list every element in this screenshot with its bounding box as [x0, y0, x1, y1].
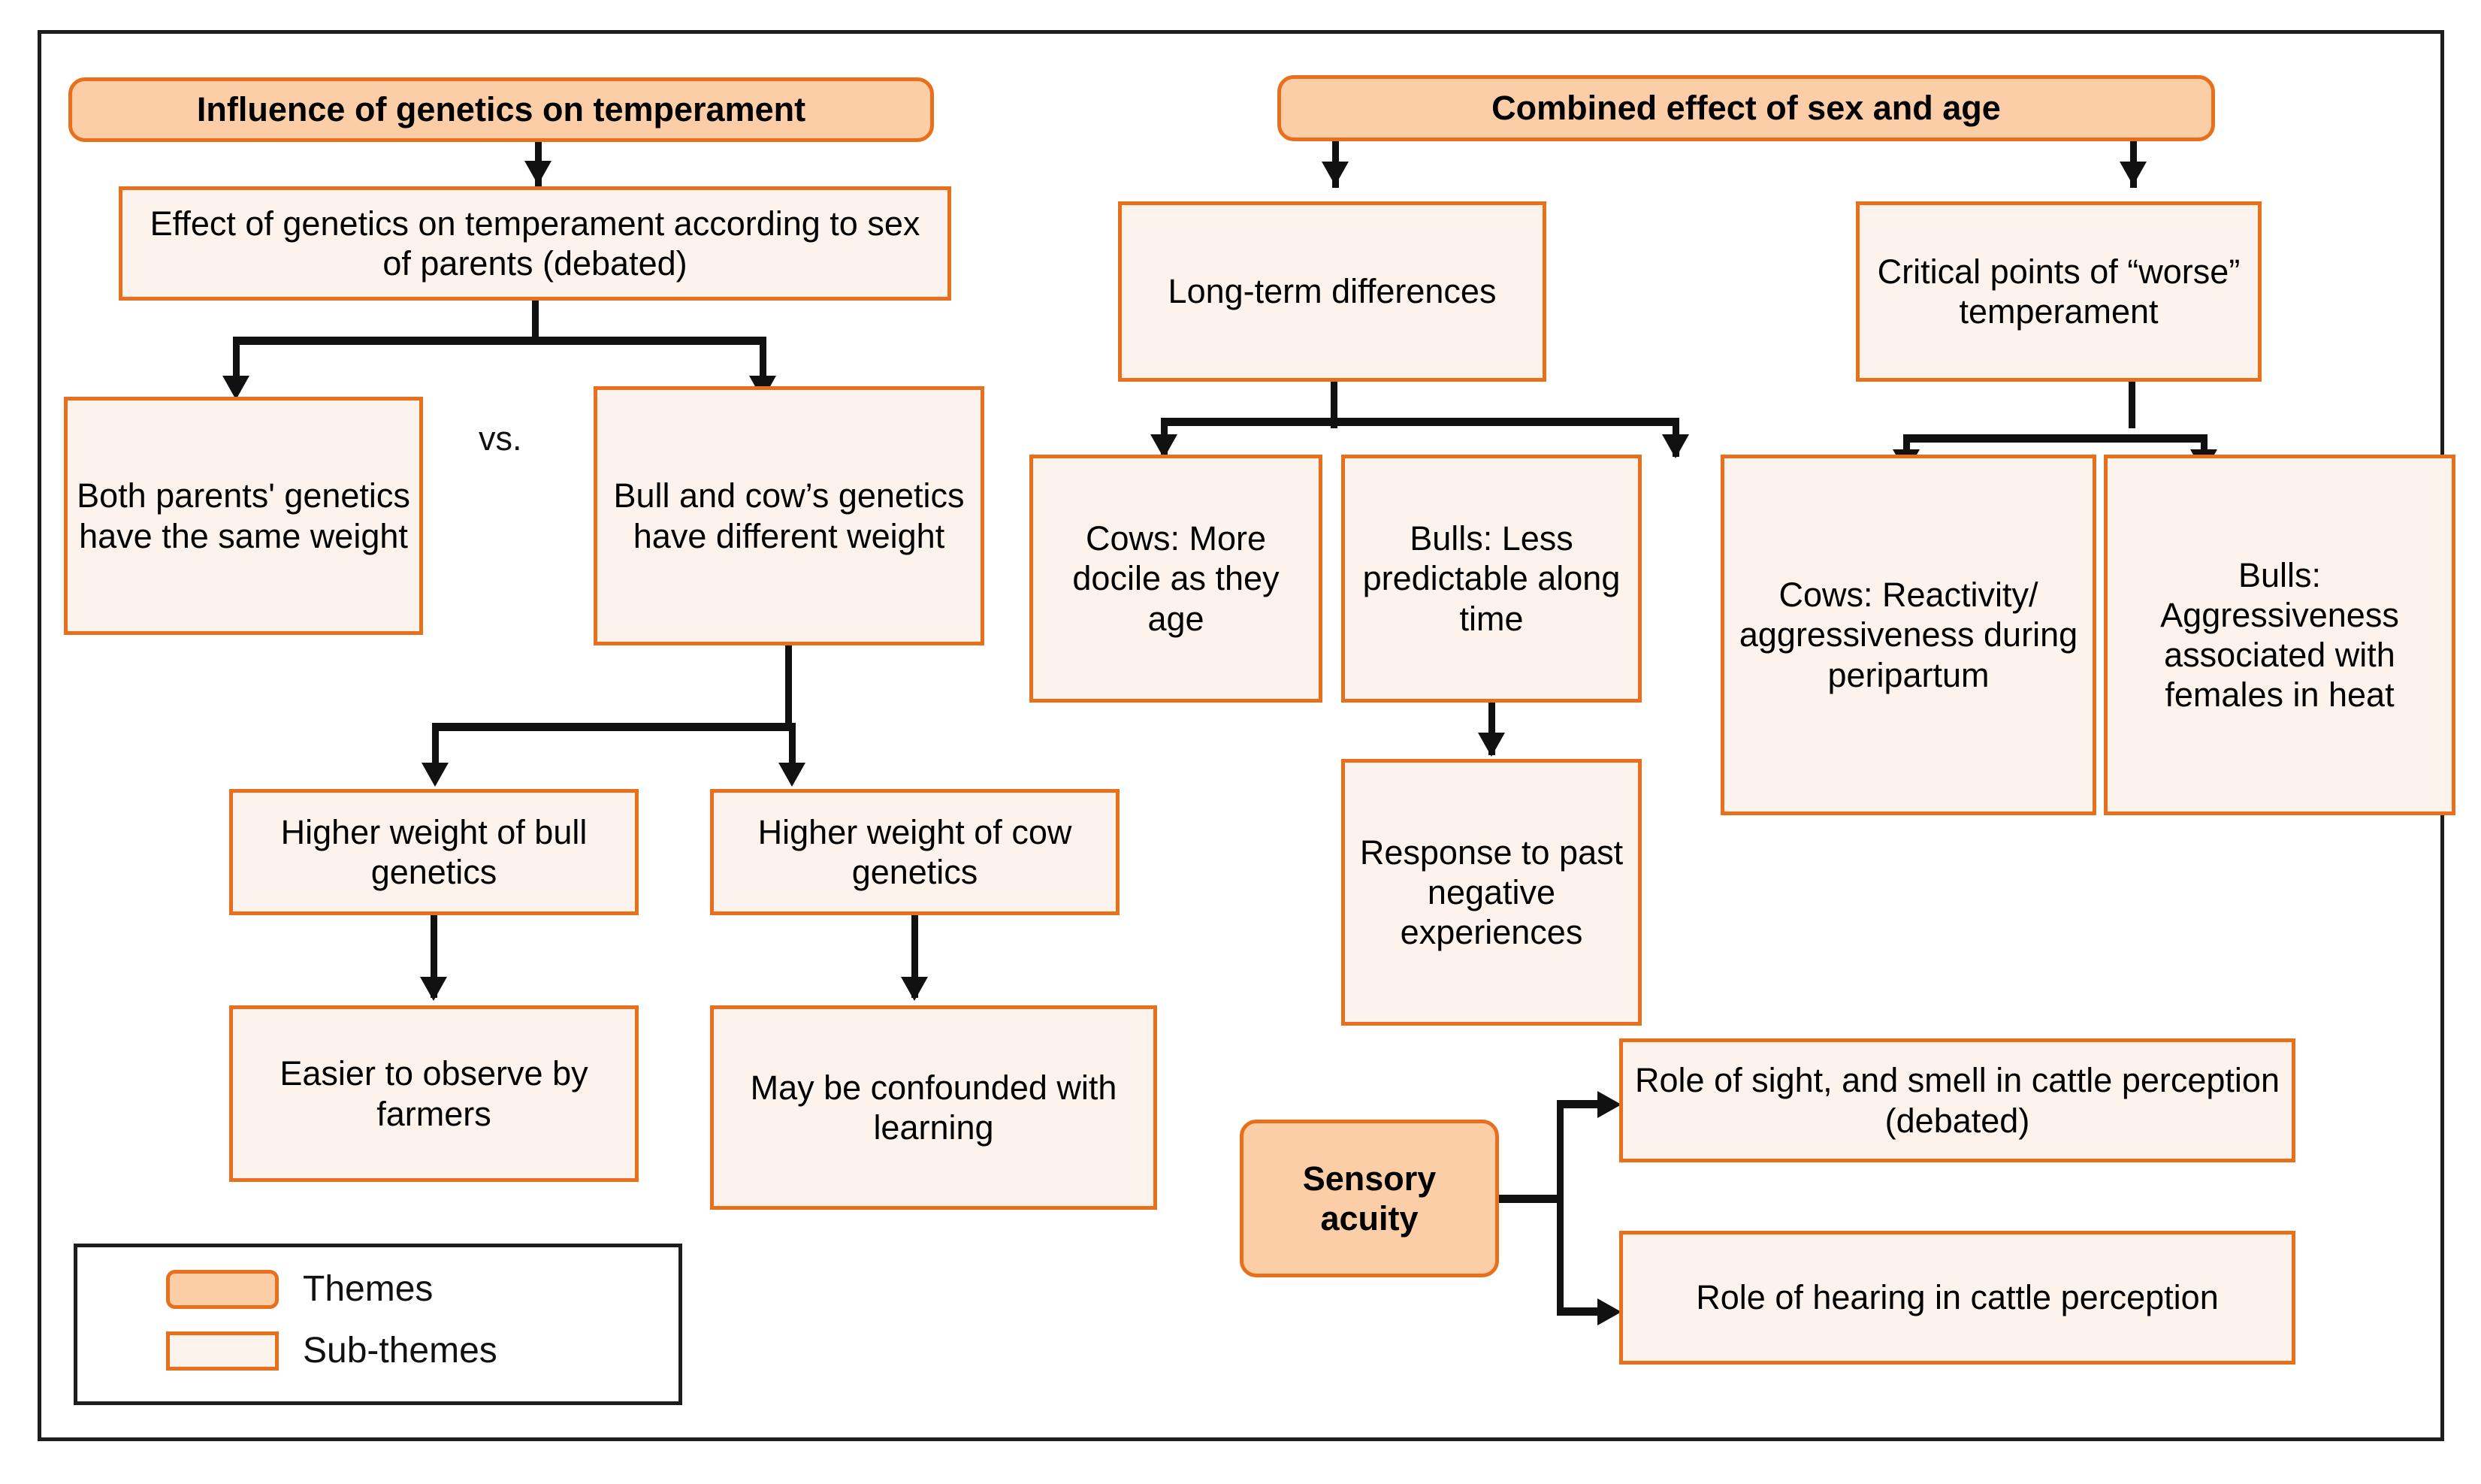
subtheme-response-to-past-negative-experiences[interactable]: Response to past negative experiences	[1341, 759, 1642, 1026]
connector-effect-left-drop	[233, 337, 240, 391]
subtheme-role-of-sight-and-smell-label: Role of sight, and smell in cattle perce…	[1635, 1061, 2280, 1140]
legend-label-sub-themes: Sub-themes	[303, 1331, 497, 1371]
subtheme-critical-points-worse-temperament[interactable]: Critical points of “worse” temperament	[1856, 201, 2262, 382]
connector-longterm-crossbar	[1161, 418, 1679, 426]
connector-longterm-stem	[1331, 382, 1337, 428]
connector-bulls-to-response	[1488, 703, 1495, 755]
connector-bullcow-stem	[785, 645, 792, 728]
connector-sensory-vertical	[1557, 1105, 1564, 1315]
subtheme-response-to-past-negative-experiences-label: Response to past negative experiences	[1359, 833, 1624, 952]
arrowhead-theme2-to-critical-points	[2120, 162, 2147, 186]
connector-bullcow-crossbar	[432, 723, 796, 731]
arrowhead-longterm-to-cows-docile	[1150, 434, 1177, 458]
arrowhead-higher-cow-to-confounded	[901, 977, 928, 1001]
theme-combined-effect-of-sex-and-age[interactable]: Combined effect of sex and age	[1277, 75, 2215, 141]
subtheme-role-of-hearing-label: Role of hearing in cattle perception	[1696, 1278, 2219, 1317]
subtheme-both-parents-same-weight[interactable]: Both parents' genetics have the same wei…	[64, 397, 423, 635]
theme-sensory-acuity-label: Sensory acuity	[1302, 1159, 1437, 1238]
subtheme-higher-weight-bull-genetics-label: Higher weight of bull genetics	[280, 812, 588, 891]
connector-critical-stem	[2129, 382, 2135, 428]
subtheme-critical-points-worse-temperament-label: Critical points of “worse” temperament	[1877, 252, 2241, 331]
legend-item-themes: Themes	[166, 1268, 433, 1310]
legend-item-sub-themes: Sub-themes	[166, 1330, 497, 1371]
arrowhead-sensory-to-hearing	[1597, 1298, 1621, 1325]
subtheme-both-parents-same-weight-label: Both parents' genetics have the same wei…	[77, 476, 410, 555]
subtheme-bulls-aggressiveness-females-in-heat[interactable]: Bulls: Aggressiveness associated with fe…	[2104, 455, 2455, 815]
connector-bullcow-right-drop	[789, 723, 796, 779]
theme-combined-effect-of-sex-and-age-label: Combined effect of sex and age	[1491, 89, 2001, 128]
subtheme-easier-to-observe-by-farmers-label: Easier to observe by farmers	[280, 1054, 588, 1133]
subtheme-long-term-differences-label: Long-term differences	[1168, 272, 1497, 311]
subtheme-bulls-less-predictable-along-time[interactable]: Bulls: Less predictable along time	[1341, 455, 1642, 703]
legend-label-themes: Themes	[303, 1269, 434, 1309]
connector-effect-stem	[532, 301, 539, 342]
connector-higher-cow-to-confounded	[911, 915, 918, 998]
connector-effect-crossbar	[233, 337, 766, 345]
subtheme-effect-of-genetics-by-parent-sex-label: Effect of genetics on temperament accord…	[150, 204, 920, 283]
legend-swatch-theme	[166, 1269, 279, 1309]
arrowhead-bullcow-to-higher-cow	[778, 763, 805, 787]
connector-sensory-stem	[1499, 1195, 1563, 1203]
theme-sensory-acuity[interactable]: Sensory acuity	[1240, 1120, 1499, 1277]
subtheme-bulls-less-predictable-along-time-label: Bulls: Less predictable along time	[1362, 519, 1621, 638]
vs-separator-label: vs.	[479, 419, 522, 458]
arrowhead-longterm-to-bulls-predictable	[1662, 434, 1689, 458]
subtheme-role-of-sight-and-smell[interactable]: Role of sight, and smell in cattle perce…	[1619, 1038, 2295, 1162]
subtheme-cows-reactivity-aggressiveness-peripartum[interactable]: Cows: Reactivity/ aggressiveness during …	[1721, 455, 2096, 815]
connector-sensory-top-branch	[1557, 1100, 1611, 1108]
theme-influence-of-genetics-label: Influence of genetics on temperament	[196, 90, 806, 129]
connector-critical-crossbar	[1903, 434, 2208, 443]
subtheme-effect-of-genetics-by-parent-sex[interactable]: Effect of genetics on temperament accord…	[119, 186, 951, 301]
subtheme-long-term-differences[interactable]: Long-term differences	[1118, 201, 1546, 382]
subtheme-cows-more-docile-as-they-age[interactable]: Cows: More docile as they age	[1029, 455, 1322, 703]
subtheme-may-be-confounded-with-learning[interactable]: May be confounded with learning	[710, 1005, 1157, 1210]
subtheme-bulls-aggressiveness-females-in-heat-label: Bulls: Aggressiveness associated with fe…	[2160, 555, 2399, 715]
subtheme-role-of-hearing[interactable]: Role of hearing in cattle perception	[1619, 1231, 2295, 1365]
arrowhead-bullcow-to-higher-bull	[422, 763, 449, 787]
subtheme-higher-weight-cow-genetics[interactable]: Higher weight of cow genetics	[710, 789, 1120, 915]
arrowhead-higher-bull-to-easier-observe	[420, 977, 447, 1001]
connector-effect-right-drop	[760, 337, 766, 391]
subtheme-bull-and-cow-different-weight-label: Bull and cow’s genetics have different w…	[613, 476, 965, 555]
connector-sensory-bottom-branch	[1557, 1307, 1611, 1316]
subtheme-easier-to-observe-by-farmers[interactable]: Easier to observe by farmers	[229, 1005, 639, 1182]
connector-higher-bull-to-easier-observe	[431, 915, 437, 998]
legend-swatch-subtheme	[166, 1331, 279, 1371]
subtheme-higher-weight-cow-genetics-label: Higher weight of cow genetics	[757, 812, 1072, 891]
subtheme-higher-weight-bull-genetics[interactable]: Higher weight of bull genetics	[229, 789, 639, 915]
arrowhead-effect-to-both-parents	[222, 376, 249, 400]
subtheme-cows-more-docile-as-they-age-label: Cows: More docile as they age	[1072, 519, 1280, 638]
arrowhead-bulls-to-response	[1478, 733, 1505, 757]
subtheme-cows-reactivity-aggressiveness-peripartum-label: Cows: Reactivity/ aggressiveness during …	[1739, 576, 2078, 694]
subtheme-may-be-confounded-with-learning-label: May be confounded with learning	[750, 1068, 1117, 1147]
subtheme-bull-and-cow-different-weight[interactable]: Bull and cow’s genetics have different w…	[594, 386, 984, 645]
arrowhead-sensory-to-sight-smell	[1597, 1091, 1621, 1118]
theme-influence-of-genetics[interactable]: Influence of genetics on temperament	[68, 77, 934, 142]
connector-bullcow-left-drop	[432, 723, 439, 779]
legend-box: Themes Sub-themes	[74, 1244, 682, 1405]
arrowhead-theme1-to-effect	[524, 161, 552, 185]
arrowhead-theme2-to-long-term	[1322, 162, 1349, 186]
